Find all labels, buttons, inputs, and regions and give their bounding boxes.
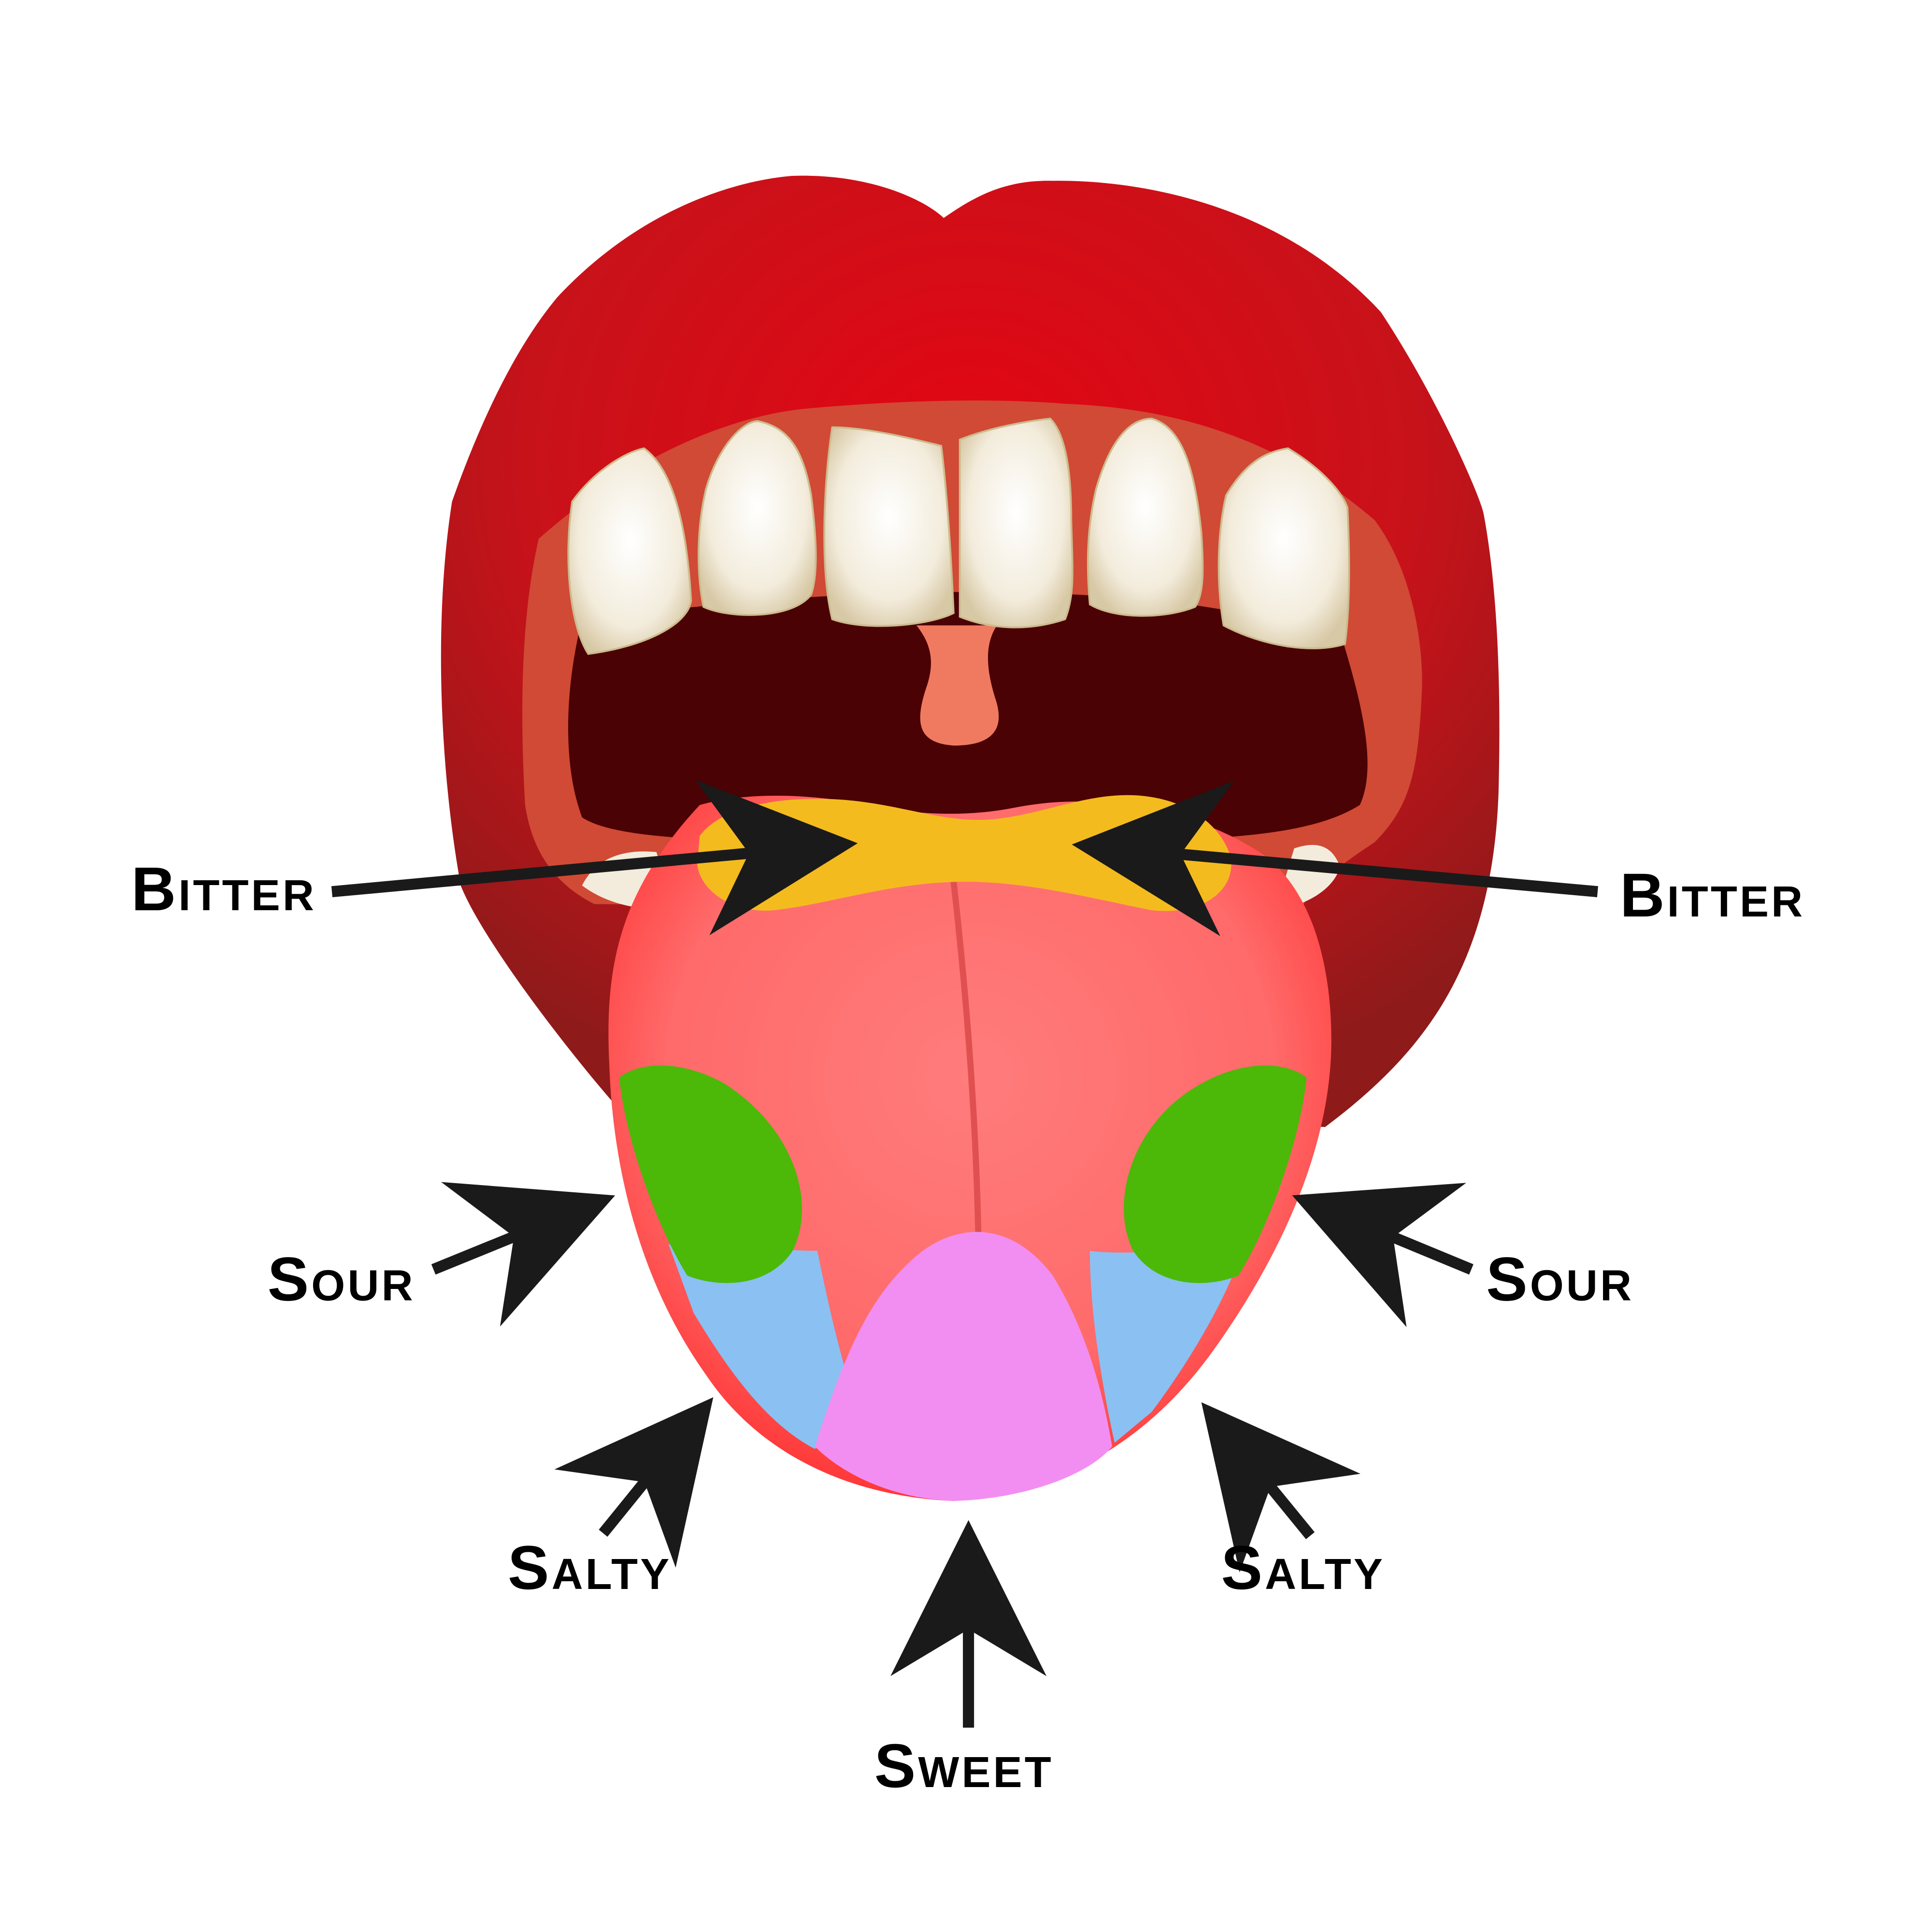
label-salty-right: Salty — [1221, 1533, 1385, 1603]
salty-zone-left — [669, 1243, 855, 1449]
arrow-sour-right — [1292, 1183, 1474, 1327]
arrow-salty-right — [1201, 1402, 1361, 1573]
uvula — [916, 625, 999, 746]
label-sour-right: Sour — [1486, 1245, 1634, 1314]
label-sour-left: Sour — [268, 1245, 415, 1314]
arrow-sour-left — [431, 1182, 615, 1327]
tongue-groove — [950, 881, 982, 1239]
arrow-bitter-right — [1072, 780, 1598, 936]
labels: Bitter Bitter Sour Sour Salty Salty Swee… — [131, 855, 1805, 1801]
sweet-zone — [815, 1231, 1112, 1501]
salty-zone-right — [1089, 1245, 1245, 1443]
label-bitter-left: Bitter — [131, 855, 316, 924]
upper-teeth — [567, 417, 1350, 655]
arrow-salty-left — [554, 1397, 714, 1568]
arrow-bitter-left — [331, 780, 858, 935]
sour-zone-right — [1124, 1065, 1307, 1283]
arrows — [331, 780, 1598, 1728]
label-bitter-right: Bitter — [1620, 861, 1805, 930]
label-sweet: Sweet — [874, 1732, 1054, 1801]
label-salty-left: Salty — [508, 1533, 672, 1603]
sour-zone-left — [619, 1065, 802, 1283]
